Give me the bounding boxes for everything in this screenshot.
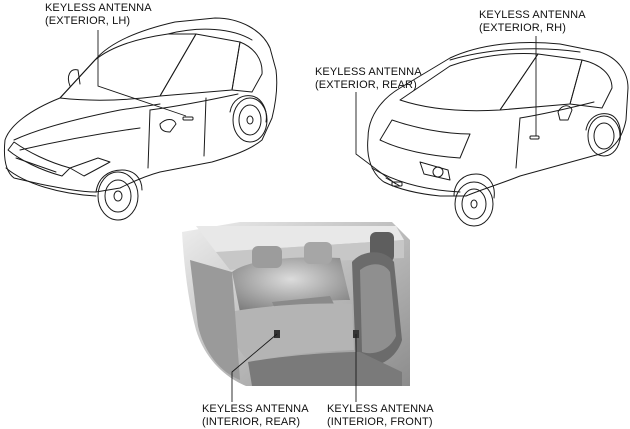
callout-interior-front-title: KEYLESS ANTENNA [327,403,434,415]
callout-exterior-rear: KEYLESS ANTENNA (EXTERIOR, REAR) [315,66,422,92]
callout-interior-rear-title: KEYLESS ANTENNA [202,403,309,415]
callout-exterior-rh-title: KEYLESS ANTENNA [479,9,586,21]
interior-cabin-view [182,222,410,386]
callout-exterior-lh: KEYLESS ANTENNA (EXTERIOR, LH) [45,2,152,28]
callout-interior-rear-location: (INTERIOR, REAR) [202,416,301,428]
callout-interior-front: KEYLESS ANTENNA (INTERIOR, FRONT) [327,403,434,429]
car-front-left-view [3,17,278,221]
callout-exterior-rear-title: KEYLESS ANTENNA [315,66,422,78]
callout-exterior-lh-title: KEYLESS ANTENNA [45,2,152,14]
callout-interior-front-location: (INTERIOR, FRONT) [327,416,433,428]
callout-interior-rear: KEYLESS ANTENNA (INTERIOR, REAR) [202,403,309,429]
car-rear-right-view [367,42,629,227]
callout-exterior-lh-location: (EXTERIOR, LH) [45,15,131,27]
leader-line-interior-rear [231,333,278,402]
leader-line-exterior-rear [355,92,397,185]
leader-line-exterior-lh [97,30,187,117]
callout-exterior-rh-location: (EXTERIOR, RH) [479,22,566,34]
callout-exterior-rear-location: (EXTERIOR, REAR) [315,79,417,91]
callout-exterior-rh: KEYLESS ANTENNA (EXTERIOR, RH) [479,9,586,35]
